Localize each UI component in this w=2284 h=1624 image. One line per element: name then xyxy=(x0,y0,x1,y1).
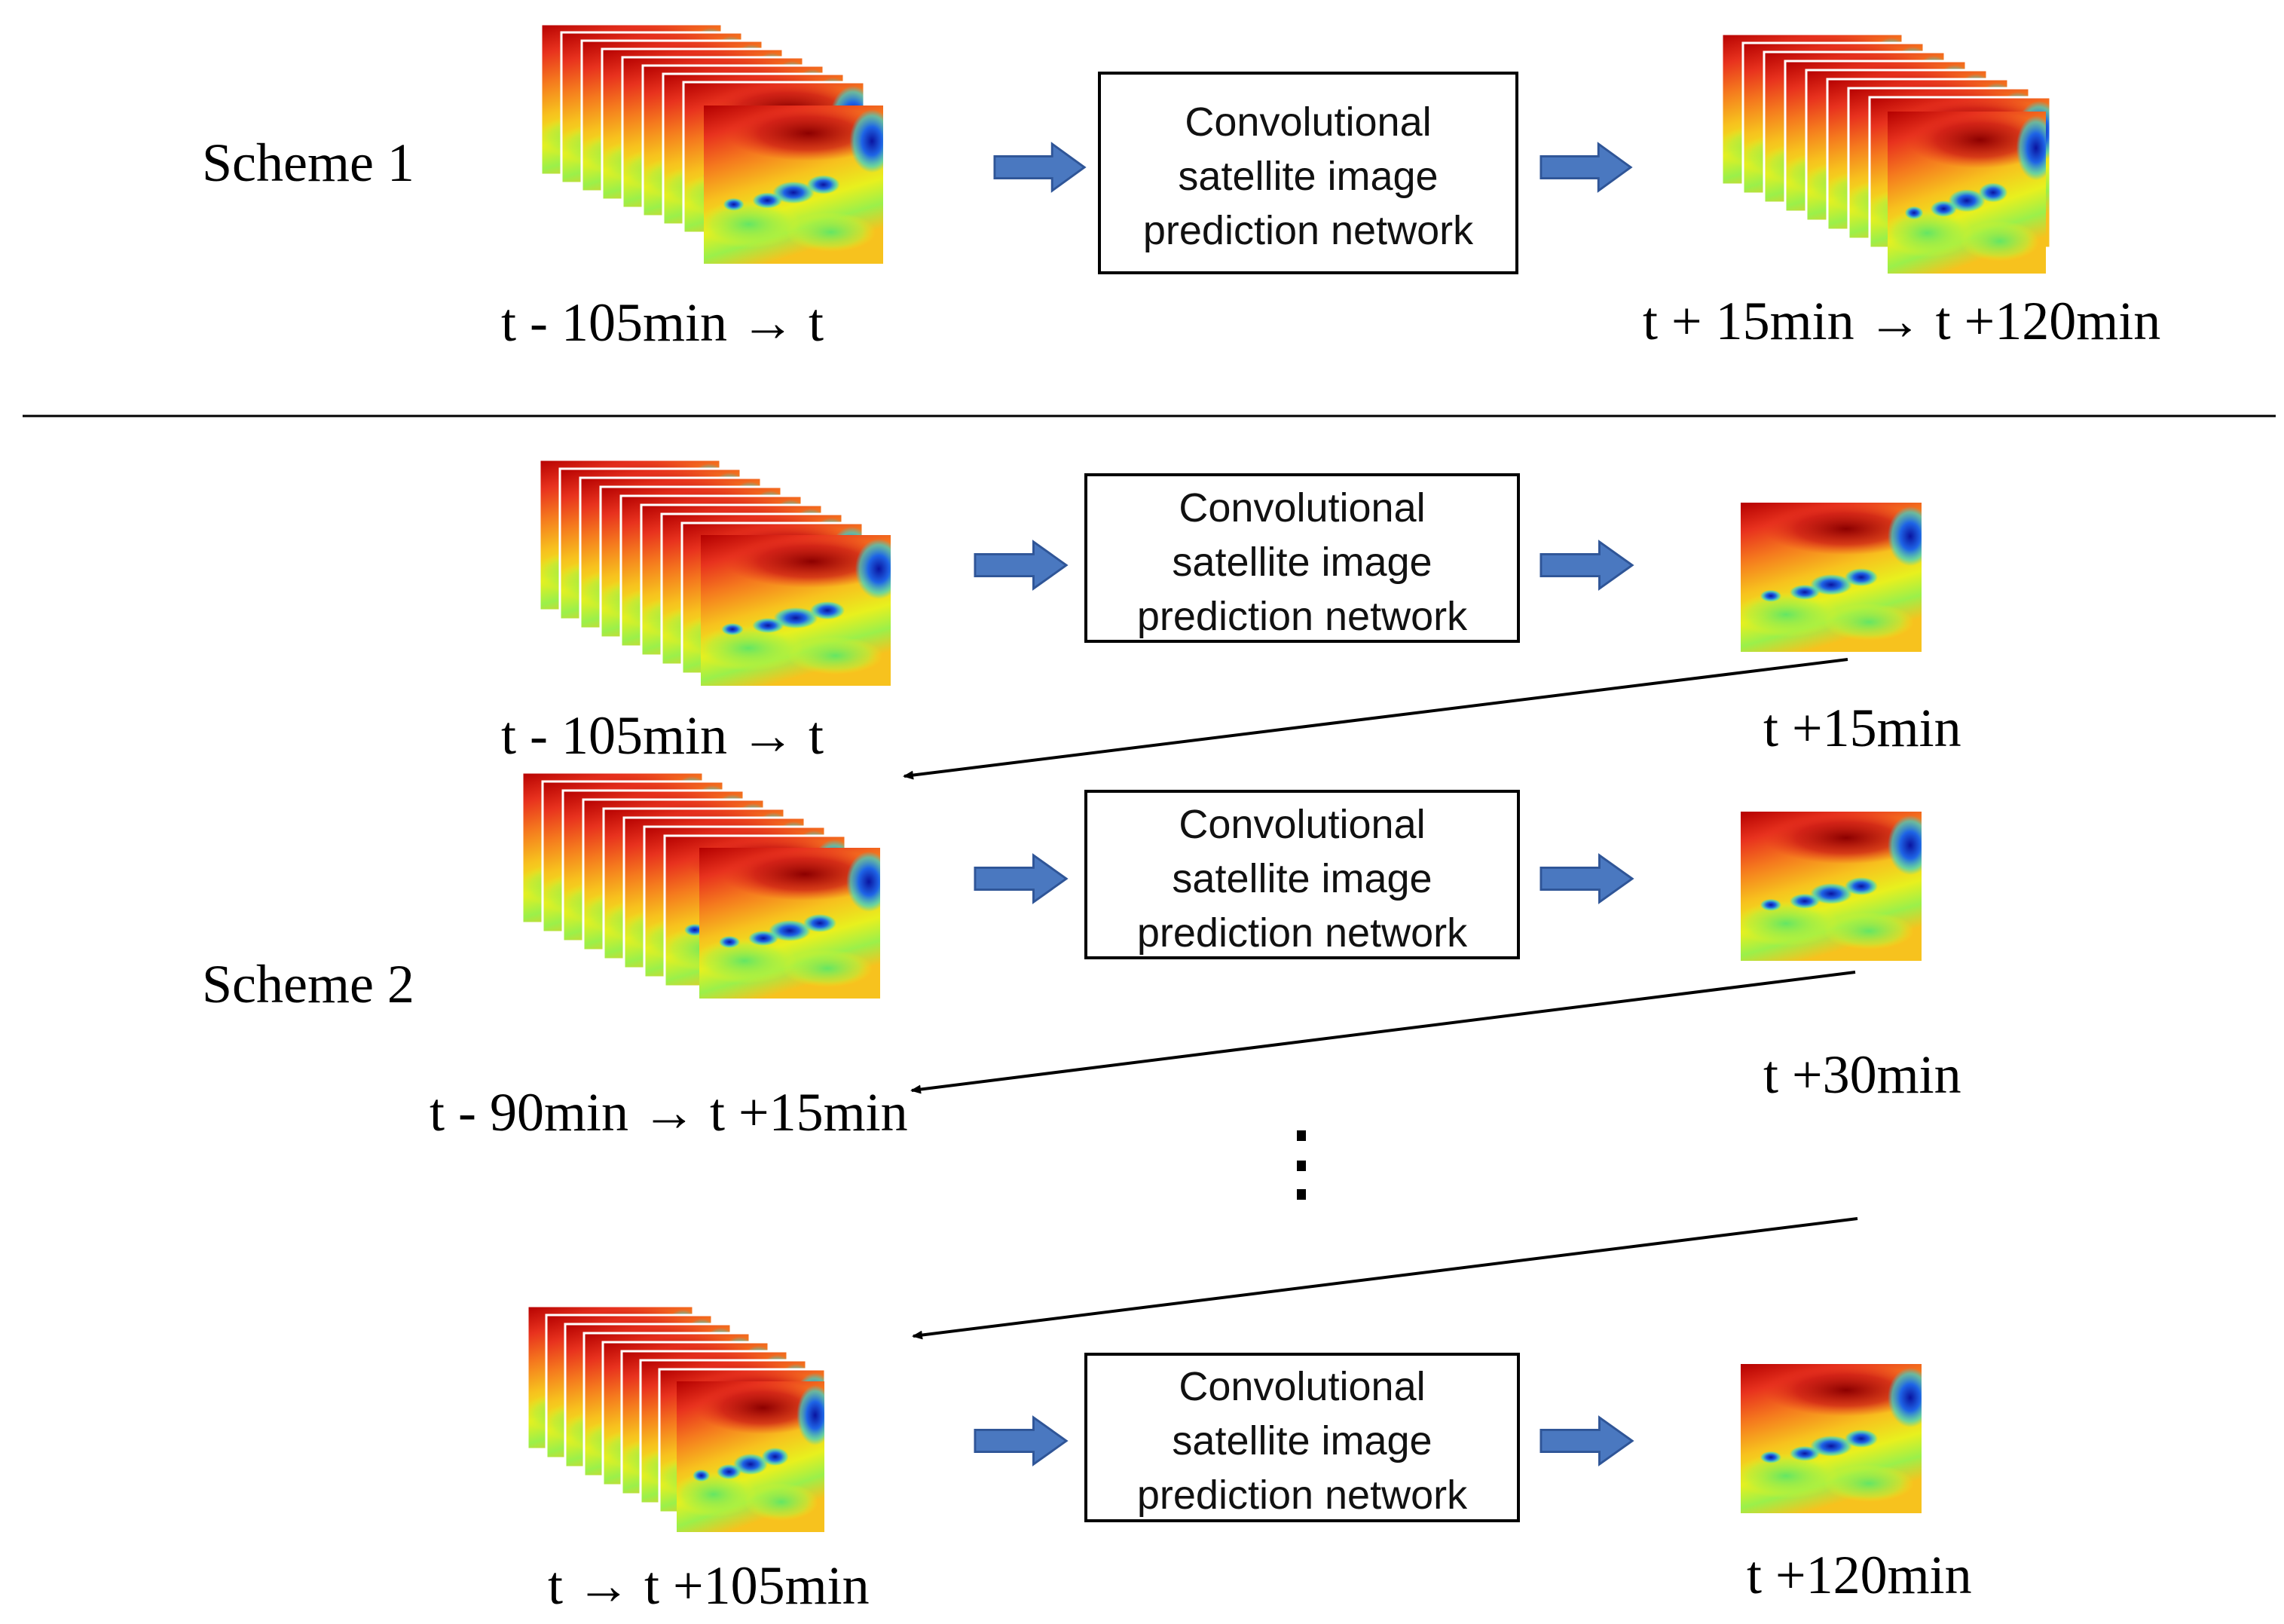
right-block-arrow-icon xyxy=(974,1416,1068,1466)
step-3-input-stack xyxy=(526,1304,827,1532)
step-3-output-label: t +120min xyxy=(1747,1545,1972,1605)
right-block-arrow-icon xyxy=(1539,1416,1634,1466)
feedback-arrow xyxy=(903,658,1848,780)
step-2-input-label: t - 90min → t +15min xyxy=(430,1082,908,1142)
feedback-arrow xyxy=(910,971,1856,1094)
network-label-line: satellite image xyxy=(1172,540,1432,585)
network-label-line: satellite image xyxy=(1178,154,1438,199)
scheme-2-step-1: t - 105min → t Convolutional satellite i… xyxy=(501,458,1961,780)
step-1-input-stack xyxy=(538,458,891,686)
vertical-ellipsis-icon xyxy=(1297,1130,1306,1200)
network-label-line: prediction network xyxy=(1137,1473,1468,1518)
right-block-arrow-icon xyxy=(974,540,1068,590)
scheme-1-output-stack xyxy=(1720,32,2052,274)
step-2-input-stack xyxy=(521,771,880,999)
step-2-output-label: t +30min xyxy=(1763,1044,1961,1105)
right-block-arrow-icon xyxy=(974,854,1068,904)
right-block-arrow-icon xyxy=(1539,540,1634,590)
step-1-output-label: t +15min xyxy=(1763,698,1961,758)
network-label-line: satellite image xyxy=(1172,1418,1432,1463)
network-label-line: Convolutional xyxy=(1179,1364,1425,1409)
step-2-network-box xyxy=(1084,790,1520,959)
feedback-arrow xyxy=(912,1217,1858,1340)
network-label-line: Convolutional xyxy=(1179,802,1425,847)
network-label-line: Convolutional xyxy=(1185,99,1431,145)
scheme-1-label: Scheme 1 xyxy=(202,133,414,193)
scheme-1: Scheme 1 t - 105min → t Convolutional xyxy=(202,23,2160,353)
network-label-line: prediction network xyxy=(1143,208,1474,253)
scheme-2-label: Scheme 2 xyxy=(202,954,414,1014)
step-1-input-label: t - 105min → t xyxy=(501,705,824,766)
network-label-line: satellite image xyxy=(1172,856,1432,901)
step-3-input-label: t → t +105min xyxy=(548,1555,870,1616)
scheme-1-input-label: t - 105min → t xyxy=(501,292,824,353)
network-label-line: Convolutional xyxy=(1179,485,1425,531)
scheme-2-step-3: t → t +105min Convolutional satellite im… xyxy=(526,1304,1972,1616)
step-1-output-image xyxy=(1741,503,1922,652)
scheme-1-input-stack xyxy=(540,23,883,264)
right-block-arrow-icon xyxy=(993,142,1086,192)
scheme-2: Scheme 2 t - 105 xyxy=(202,458,1972,1616)
scheme-2-step-2: t - 90min → t +15min Convolutional satel… xyxy=(430,771,1961,1142)
network-label-line: prediction network xyxy=(1137,910,1468,956)
right-block-arrow-icon xyxy=(1539,854,1634,904)
step-3-output-image xyxy=(1741,1364,1922,1513)
scheme-1-network-box: Convolutional satellite image prediction… xyxy=(1098,72,1518,274)
step-1-network-box xyxy=(1084,473,1520,643)
step-3-network-box xyxy=(1084,1353,1520,1522)
scheme-1-output-label: t + 15min → t +120min xyxy=(1643,291,2160,351)
network-label-line: prediction network xyxy=(1137,594,1468,639)
step-2-output-image xyxy=(1741,812,1922,961)
right-block-arrow-icon xyxy=(1539,142,1632,192)
